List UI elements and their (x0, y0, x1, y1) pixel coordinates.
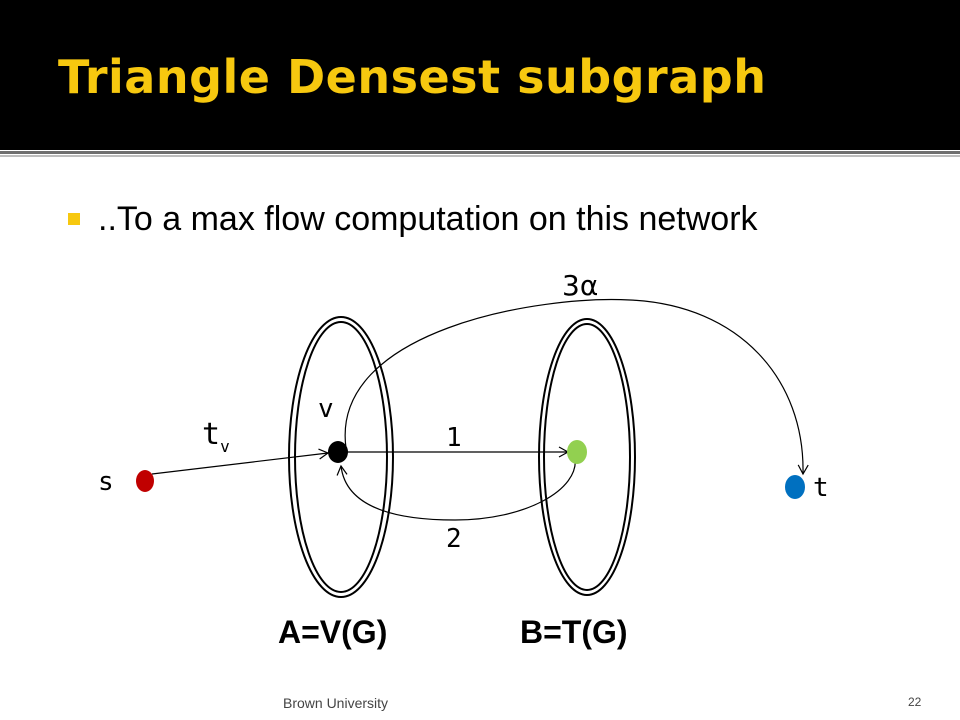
title-divider-light (0, 155, 960, 157)
slide-title: Triangle Densest subgraph (58, 50, 767, 104)
node-b (567, 440, 587, 464)
title-bar: Triangle Densest subgraph (0, 0, 960, 150)
label-capacity-1: 1 (446, 423, 462, 453)
label-v: v (318, 394, 334, 424)
set-b-ellipse (538, 318, 636, 596)
title-divider (0, 151, 960, 154)
label-capacity-3alpha: 3α (562, 269, 598, 302)
edge-s-to-v (151, 448, 330, 475)
label-tv-subscript: v (220, 437, 230, 456)
page-number: 22 (908, 695, 922, 709)
set-a-ellipse (288, 316, 394, 598)
label-set-a: A=V(G) (278, 614, 387, 650)
edge-b-to-v (336, 456, 576, 521)
label-set-b: B=T(G) (520, 614, 628, 650)
square-bullet-icon (68, 213, 80, 225)
node-v (328, 441, 348, 463)
label-tv-main: t (202, 417, 220, 452)
node-t (785, 475, 805, 499)
label-capacity-tv: tv (202, 417, 230, 456)
label-t: t (813, 473, 829, 503)
footer-source: Brown University (283, 695, 389, 711)
label-capacity-2: 2 (446, 524, 462, 554)
bullet-text: ..To a max flow computation on this netw… (98, 200, 758, 238)
node-s (136, 470, 154, 492)
label-s: s (98, 467, 114, 497)
edge-v-to-t (344, 298, 809, 476)
